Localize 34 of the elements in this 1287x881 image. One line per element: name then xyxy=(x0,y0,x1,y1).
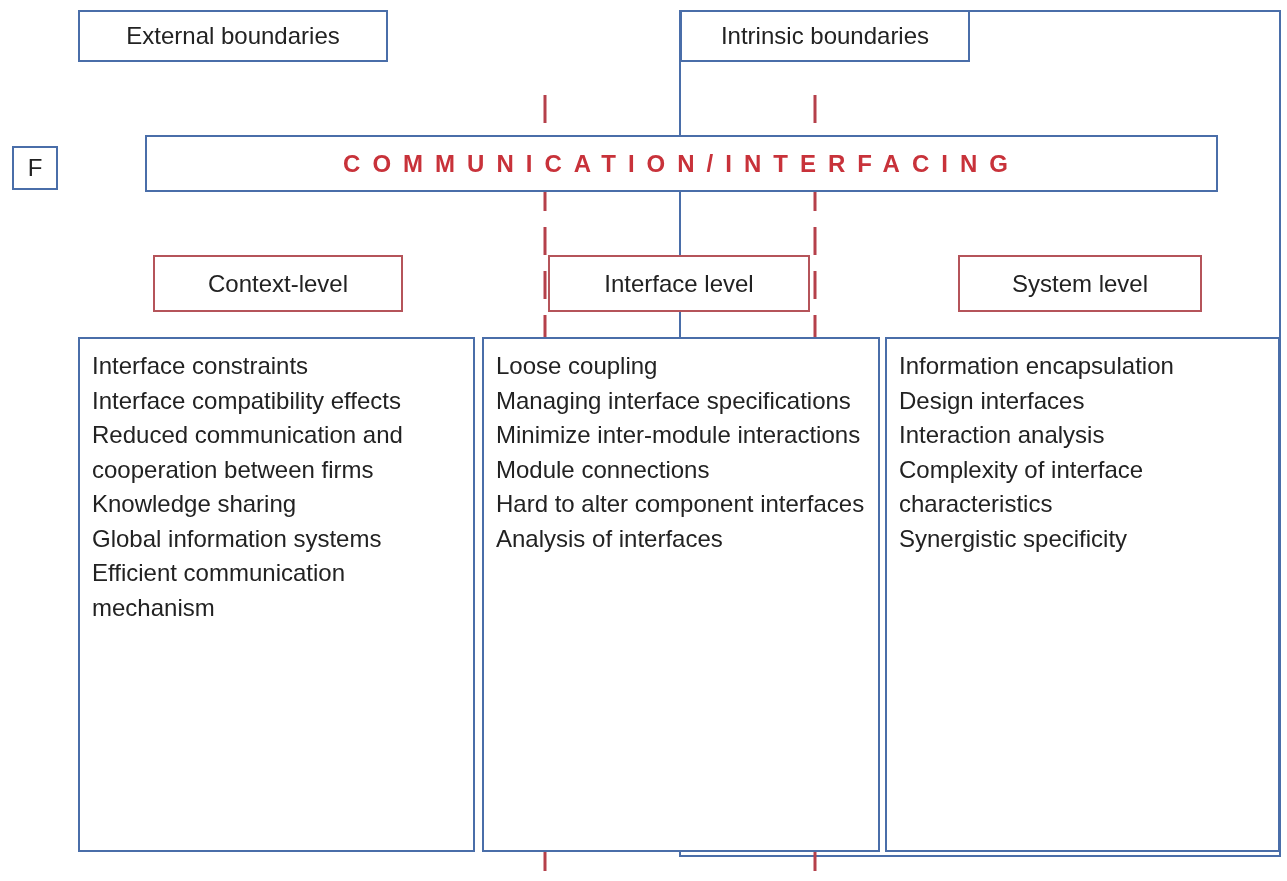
list-box xyxy=(482,337,880,852)
list-item: Hard to alter component interfaces xyxy=(496,489,866,519)
boundary-label xyxy=(680,10,970,62)
level-box xyxy=(548,255,810,312)
list-item: Efficient communication mechanism xyxy=(92,558,346,623)
list-item: Knowledge sharing xyxy=(92,489,298,519)
list-item: Interface constraints xyxy=(92,351,310,381)
list-item: Interaction analysis xyxy=(899,420,1106,450)
list-item: Complexity of interface characteristics xyxy=(899,454,1145,519)
list-item: Managing interface specifications xyxy=(496,385,852,416)
box-label: Interface level xyxy=(604,269,754,298)
banner-title: COMMUNICATION/INTERFACING xyxy=(343,149,1020,178)
list-item: Design interfaces xyxy=(899,385,1086,416)
list-item: Analysis of interfaces xyxy=(496,523,724,554)
box-label: F xyxy=(27,154,43,182)
level-box xyxy=(958,255,1202,312)
box-label: Context-level xyxy=(207,269,349,298)
list-item: Loose coupling xyxy=(496,351,659,381)
row-label xyxy=(12,146,58,190)
list-item: Reduced communication and cooperation between firms xyxy=(92,420,404,485)
list-item: Minimize inter-module interactions xyxy=(496,420,862,450)
banner-box xyxy=(145,135,1218,192)
box-label: System level xyxy=(1011,269,1148,298)
box-label: Intrinsic boundaries xyxy=(720,22,930,50)
list-box xyxy=(78,337,475,852)
list-box xyxy=(885,337,1280,852)
level-box xyxy=(153,255,403,312)
list-item: Synergistic specificity xyxy=(899,523,1129,554)
box-label: External boundaries xyxy=(126,22,340,50)
boundary-label xyxy=(78,10,388,62)
list-item: Information encapsulation xyxy=(899,351,1175,381)
list-item: Interface compatibility effects xyxy=(92,385,403,416)
list-item: Global information systems xyxy=(92,523,383,554)
list-item: Module connections xyxy=(496,454,711,485)
